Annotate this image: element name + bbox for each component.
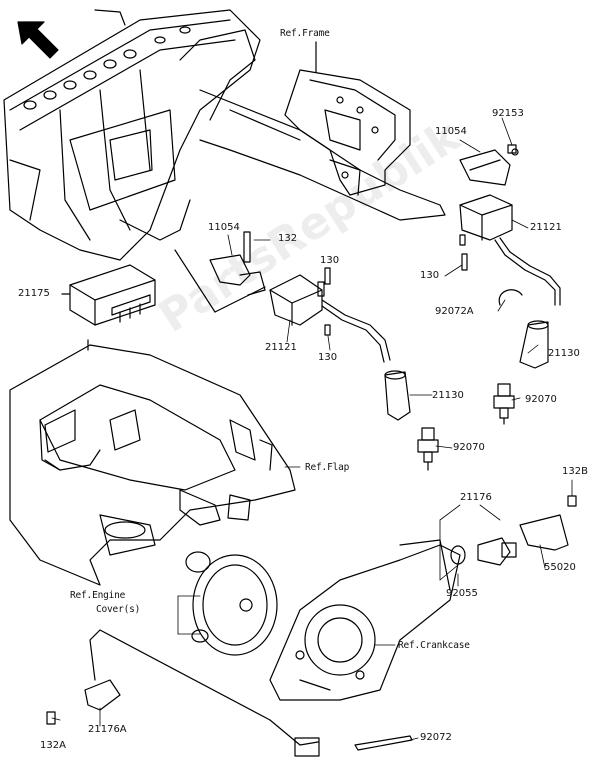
part-label-92070-left: 92070 [453, 442, 485, 453]
part-label-92072: 92072 [420, 732, 452, 743]
part-label-21121-mid: 21121 [265, 342, 297, 353]
part-label-92153: 92153 [492, 108, 524, 119]
ecu-box-drawing [61, 264, 156, 326]
part-label-11054-top: 11054 [435, 126, 467, 137]
part-label-132: 132 [278, 233, 298, 244]
frame-drawing [3, 9, 446, 261]
ref-flap-label: Ref.Flap [305, 462, 350, 473]
ref-frame-label: Ref.Frame [280, 28, 330, 39]
clamp-92072a-drawing [498, 289, 523, 306]
sensor-21176-drawing [450, 514, 569, 566]
sensor-21176a-drawing [46, 629, 320, 757]
left-coil-drawing [174, 231, 391, 363]
ref-engine-cover-label-line1: Ref.Engine [70, 590, 126, 601]
ref-engine-cover-label-line2: Cover(s) [96, 604, 141, 615]
part-label-92072a: 92072A [435, 306, 474, 317]
cable-tie-drawing [354, 735, 413, 751]
part-label-130-b: 130 [420, 270, 440, 281]
part-label-130-a: 130 [320, 255, 340, 266]
part-label-132b: 132B [562, 466, 588, 477]
engine-cover-drawing [185, 551, 278, 656]
spark-plug-right-drawing [493, 383, 515, 425]
part-label-21175: 21175 [18, 288, 50, 299]
part-label-55020: 55020 [544, 562, 576, 573]
leader-lines [51, 117, 573, 741]
part-label-132a: 132A [40, 740, 66, 751]
part-label-21130-left: 21130 [432, 390, 464, 401]
part-label-21176: 21176 [460, 492, 492, 503]
right-coil-drawing [459, 148, 561, 306]
plug-cap-right-drawing [519, 320, 549, 369]
part-label-21130-right: 21130 [548, 348, 580, 359]
part-label-92055: 92055 [446, 588, 478, 599]
frame-bracket-drawing [284, 41, 411, 196]
crankcase-drawing [269, 539, 461, 701]
part-label-11054-left: 11054 [208, 222, 240, 233]
part-label-21121-top: 21121 [530, 222, 562, 233]
flap-tray-drawing [9, 339, 296, 586]
spark-plug-left-drawing [417, 427, 439, 471]
part-label-130-c: 130 [318, 352, 338, 363]
plug-cap-left-drawing [384, 370, 411, 421]
front-arrow-icon [17, 21, 59, 59]
ref-crankcase-label: Ref.Crankcase [398, 640, 470, 651]
part-label-21176a: 21176A [88, 724, 127, 735]
part-label-92070-right: 92070 [525, 394, 557, 405]
